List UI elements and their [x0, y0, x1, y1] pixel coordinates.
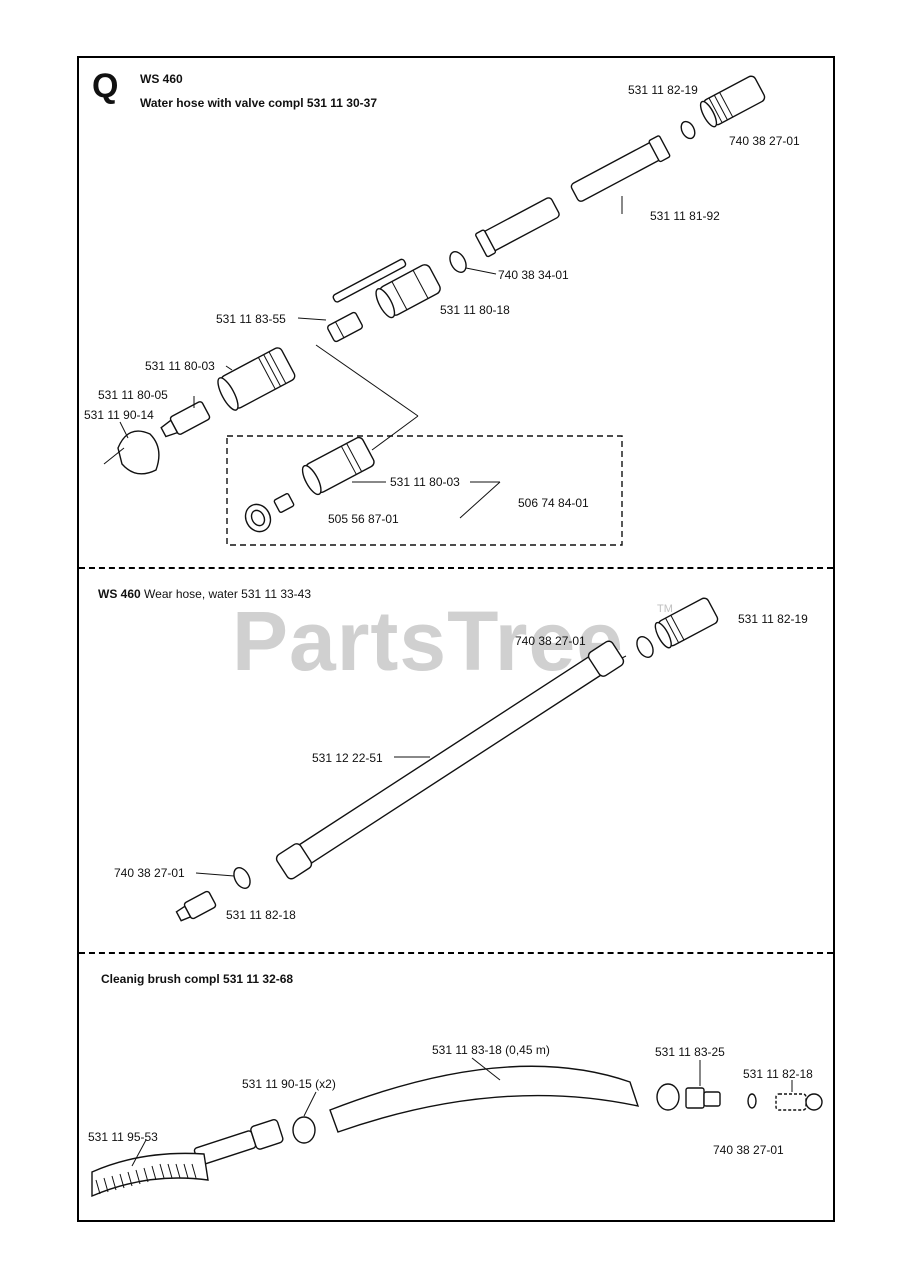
part-label: 740 38 27-01	[713, 1143, 784, 1157]
part-label: 740 38 27-01	[729, 134, 800, 148]
part-label: 531 11 80-03	[390, 475, 460, 489]
part-label: 531 11 80-05	[98, 388, 168, 402]
part-label: 531 11 82-18	[226, 908, 296, 922]
section-divider	[79, 952, 833, 954]
part-label: 531 11 83-55	[216, 312, 286, 326]
part-label: 531 11 90-15 (x2)	[242, 1077, 336, 1091]
part-label: 531 11 83-25	[655, 1045, 725, 1059]
part-label: 531 11 81-92	[650, 209, 720, 223]
section-letter: Q	[92, 67, 119, 105]
part-label: 531 11 82-19	[738, 612, 808, 626]
part-label: 531 12 22-51	[312, 751, 383, 765]
part-label: 531 11 82-19	[628, 83, 698, 97]
section2-title: Wear hose, water 531 11 33-43	[144, 587, 312, 601]
section3-parts	[91, 1057, 823, 1198]
part-label: 740 38 27-01	[114, 866, 185, 880]
section1-parts	[103, 75, 766, 546]
part-label: 531 11 90-14	[84, 408, 154, 422]
section-divider	[79, 567, 833, 569]
section2-model: WS 460	[98, 587, 141, 601]
diagram-frame	[77, 56, 835, 1222]
part-label: 740 38 34-01	[498, 268, 569, 282]
section2-heading: WS 460 Wear hose, water 531 11 33-43	[98, 587, 311, 601]
part-label: 531 11 80-18	[440, 303, 510, 317]
part-label: 531 11 82-18	[743, 1067, 813, 1081]
part-label: 531 11 83-18 (0,45 m)	[432, 1043, 550, 1057]
watermark: PartsTree	[232, 594, 624, 688]
section2-parts	[175, 597, 719, 922]
part-label: 531 11 95-53	[88, 1130, 158, 1144]
part-label: 740 38 27-01	[515, 634, 586, 648]
part-label: 505 56 87-01	[328, 512, 399, 526]
section3-title: Cleanig brush compl 531 11 32-68	[101, 972, 294, 986]
section1-model: WS 460	[140, 72, 183, 86]
part-label: 531 11 80-03	[145, 359, 215, 373]
watermark-trademark: TM	[657, 603, 673, 615]
section1-title: Water hose with valve compl 531 11 30-37	[140, 96, 377, 110]
part-label: 506 74 84-01	[518, 496, 589, 510]
